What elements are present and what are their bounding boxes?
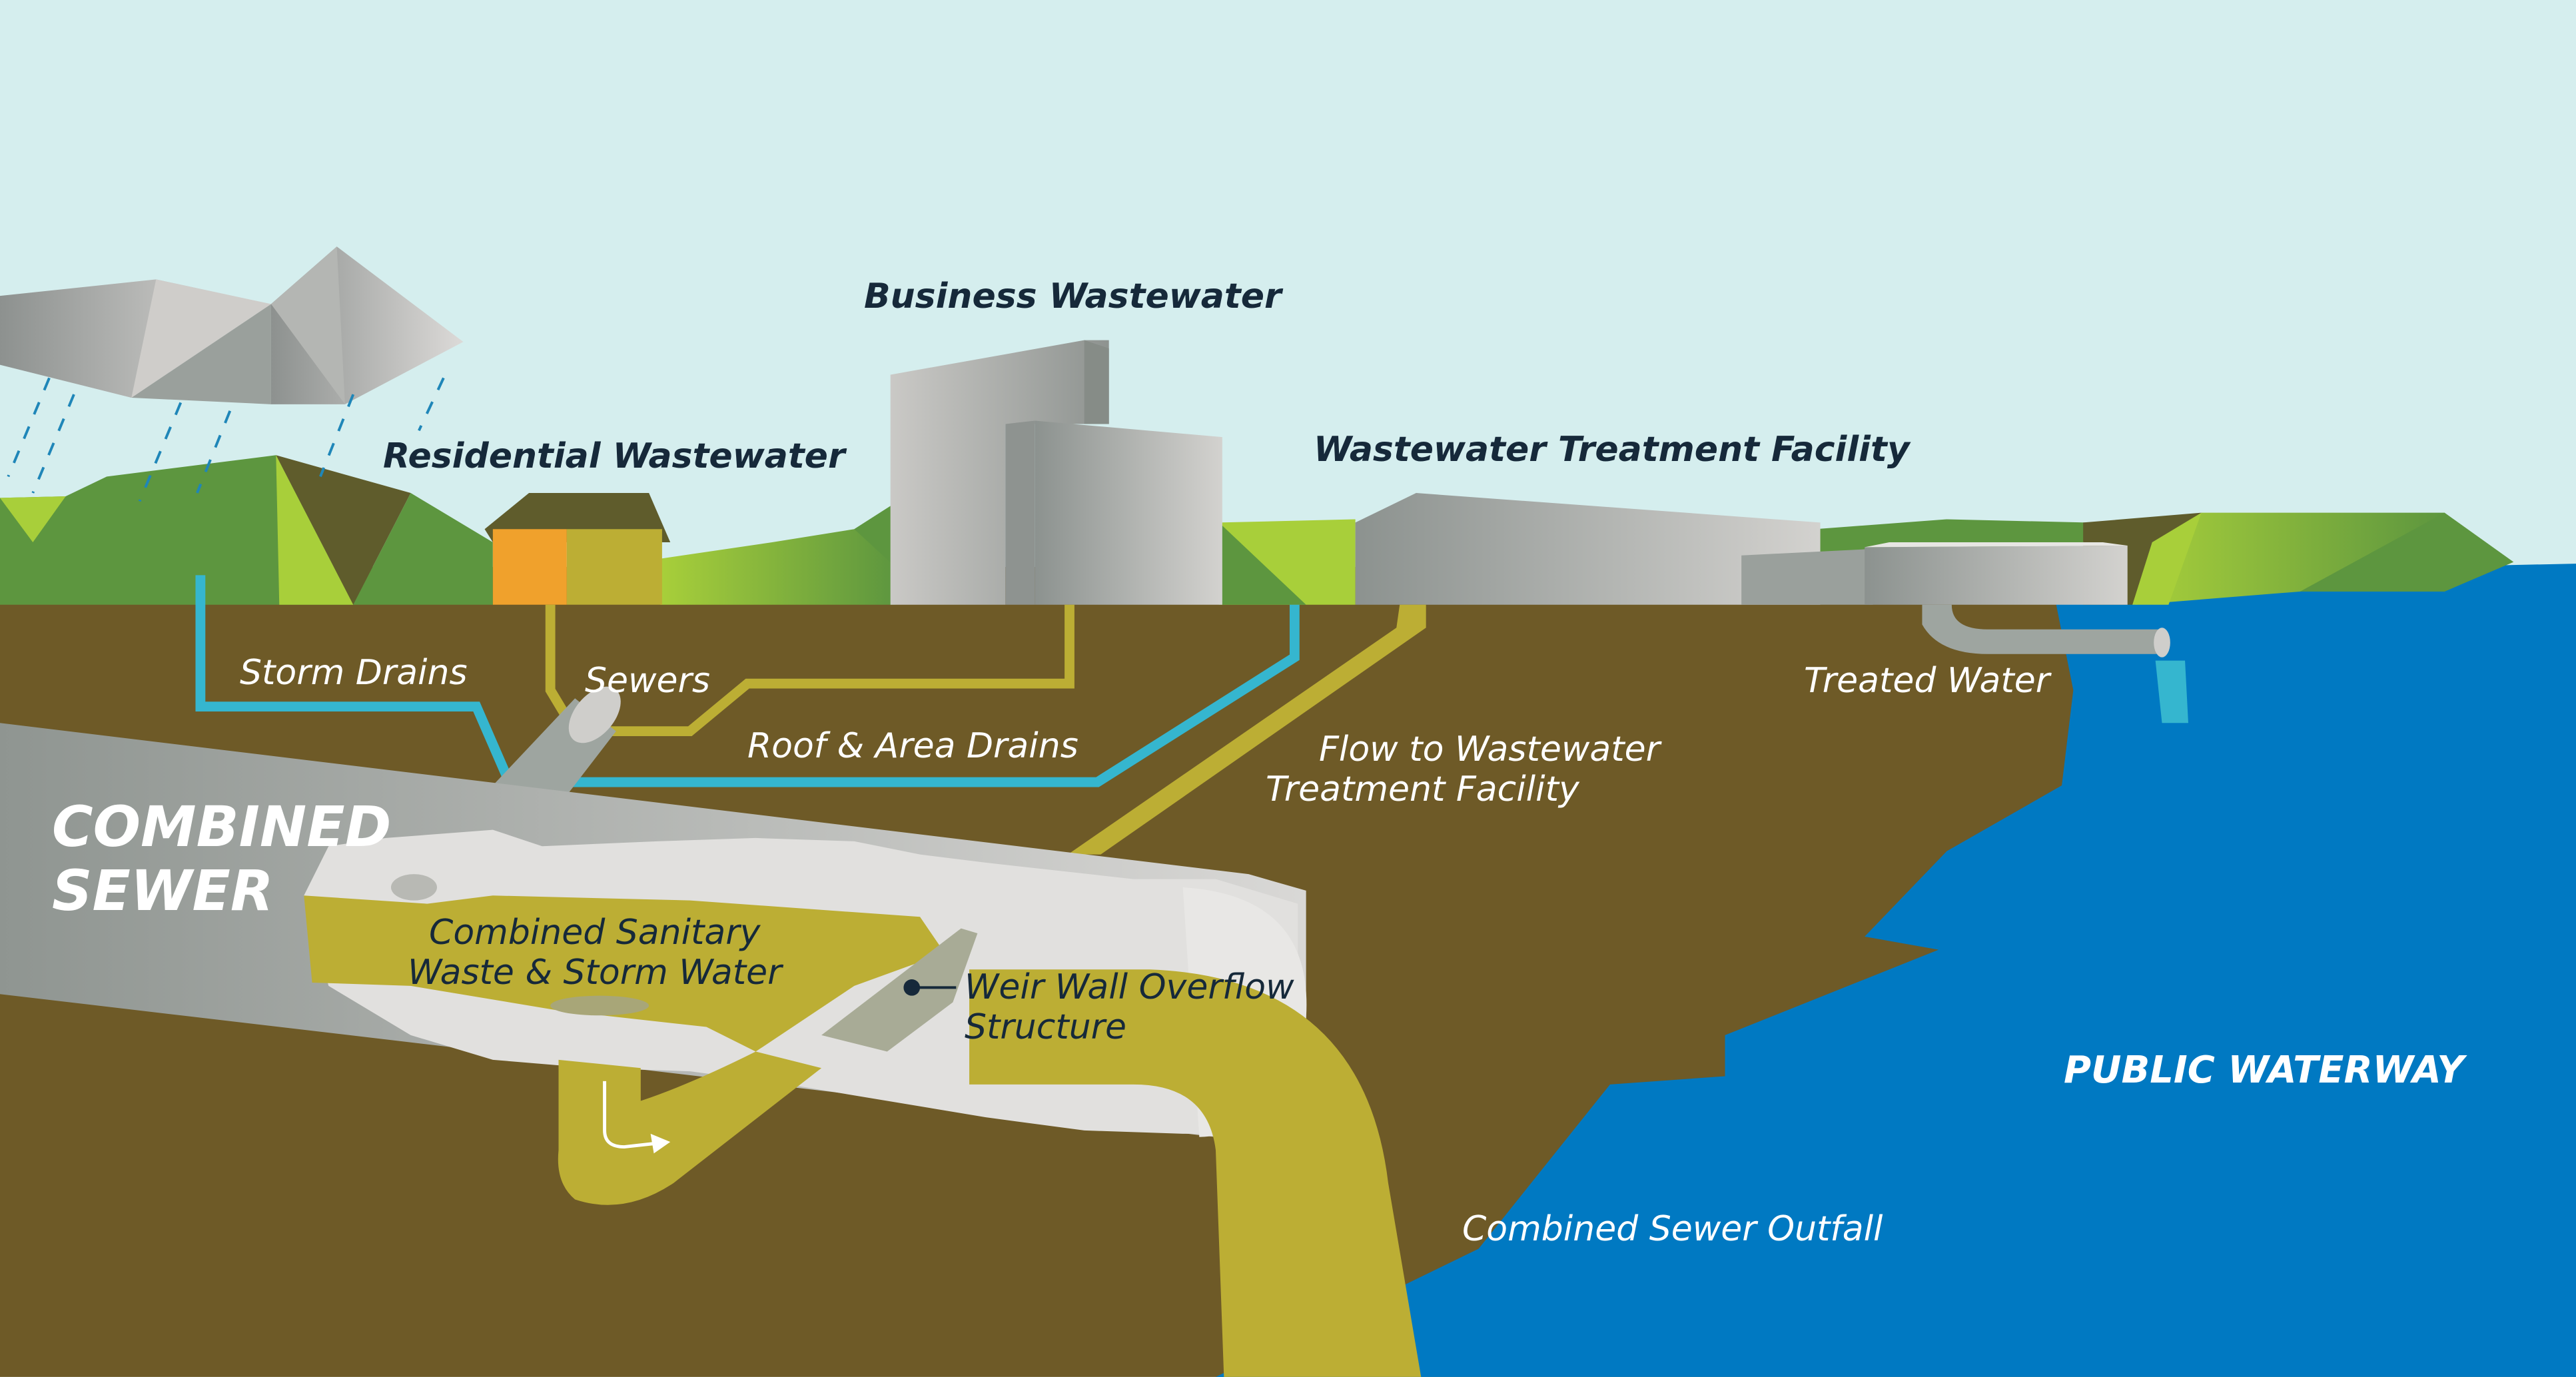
label-residential-wastewater: Residential Wastewater <box>383 436 845 476</box>
label-weir-wall: Weir Wall Overflow Structure <box>965 967 1294 1047</box>
label-combined-sewer: COMBINED SEWER <box>52 795 391 923</box>
label-combined-sanitary: Combined Sanitary Waste & Storm Water <box>408 913 782 993</box>
combined-sewer-line-1: COMBINED <box>52 794 392 859</box>
label-treatment-facility: Wastewater Treatment Facility <box>1314 430 1910 470</box>
combined-sanitary-line-1: Combined Sanitary <box>429 913 761 953</box>
combined-sewer-outfall-pipe <box>969 969 1422 1377</box>
rain-icon <box>7 377 445 502</box>
weir-wall-line-1: Weir Wall Overflow <box>965 967 1294 1007</box>
flow-to-facility-line-1: Flow to Wastewater <box>1319 729 1661 769</box>
label-roof-area-drains: Roof & Area Drains <box>747 726 1078 766</box>
business-building-icon <box>890 340 1222 605</box>
storm-cloud-icon <box>0 246 464 404</box>
label-public-waterway: PUBLIC WATERWAY <box>2064 1049 2464 1092</box>
interceptor-pipe <box>558 1051 822 1205</box>
hills <box>0 455 2514 605</box>
house-icon <box>484 493 671 605</box>
label-treated-water: Treated Water <box>1804 661 2050 701</box>
treatment-facility-icon <box>1355 493 2128 605</box>
weir-wall-line-2: Structure <box>965 1007 1127 1047</box>
label-flow-to-facility: Flow to Wastewater Treatment Facility <box>1266 729 1660 809</box>
treated-water-pipe <box>1922 604 2188 723</box>
flow-arrow-icon <box>603 1081 654 1149</box>
public-waterway <box>1215 564 2576 1377</box>
combined-sewer-line-2: SEWER <box>52 858 274 923</box>
sewers-pipe <box>545 604 1074 737</box>
combined-sanitary-line-2: Waste & Storm Water <box>408 953 782 993</box>
flow-to-facility-line-2: Treatment Facility <box>1266 769 1579 809</box>
label-sewers: Sewers <box>585 661 710 701</box>
label-combined-sewer-outfall: Combined Sewer Outfall <box>1462 1209 1883 1249</box>
label-business-wastewater: Business Wastewater <box>864 276 1282 316</box>
label-storm-drains: Storm Drains <box>240 653 468 693</box>
